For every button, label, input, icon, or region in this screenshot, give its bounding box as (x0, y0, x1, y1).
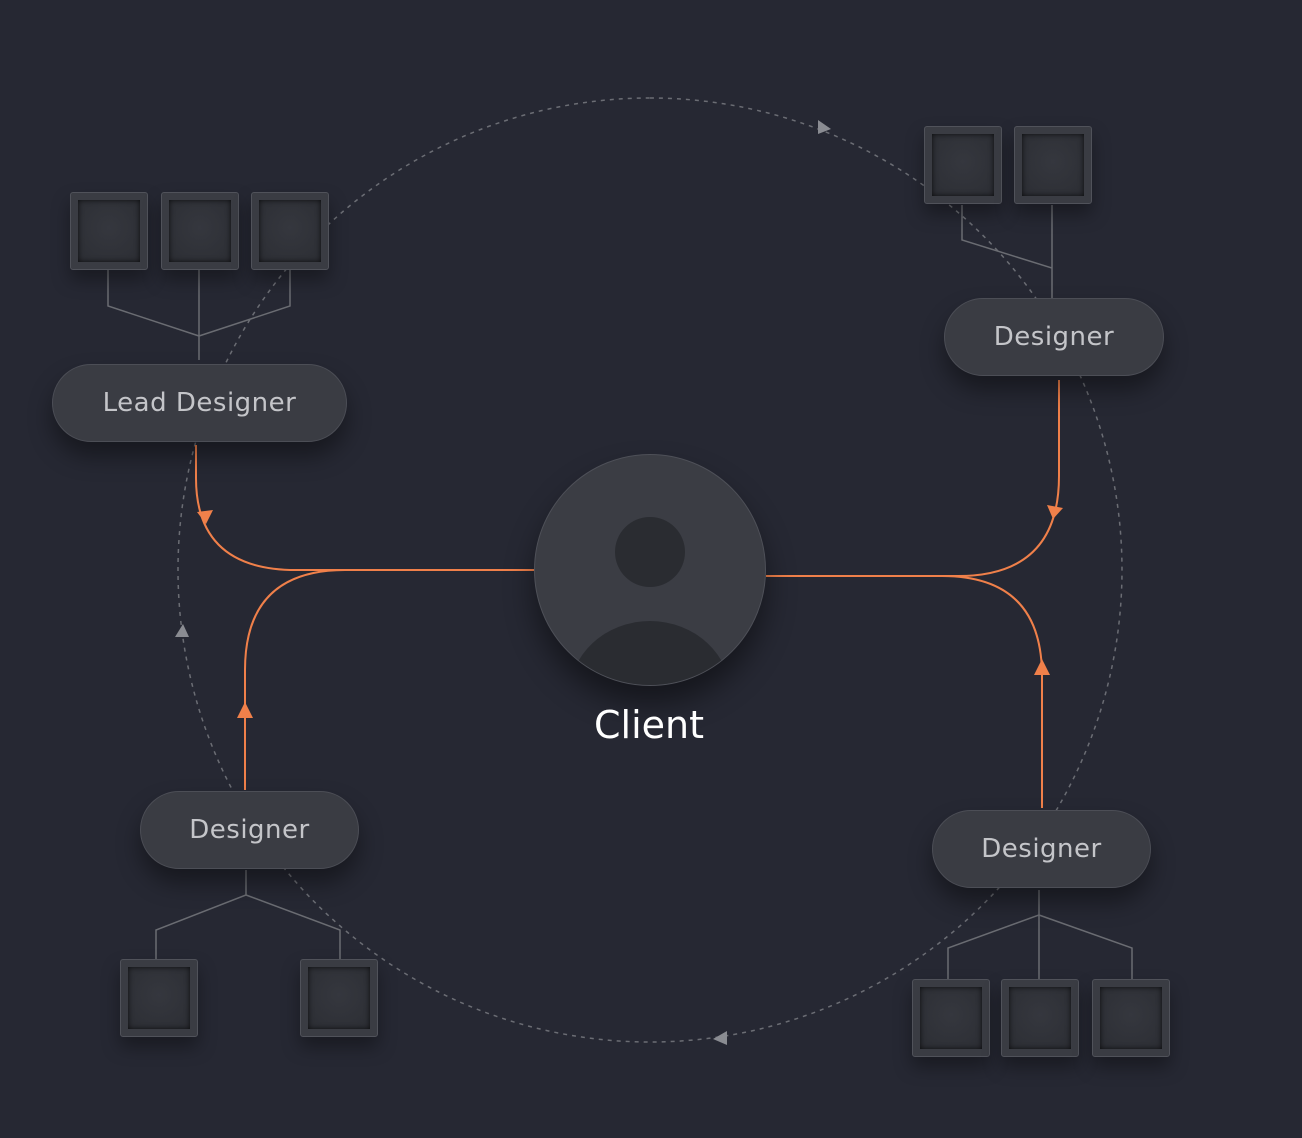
lead-designer-node[interactable]: Lead Designer (52, 364, 347, 442)
client-avatar[interactable] (534, 454, 766, 686)
file-thumbnail[interactable] (912, 979, 990, 1057)
file-thumbnail[interactable] (120, 959, 198, 1037)
cycle-arrow-bottom (713, 1031, 727, 1045)
file-thumbnail-preview (308, 967, 370, 1029)
arrow-bottomright (1034, 659, 1050, 675)
connector-bottomright-to-client (941, 575, 1043, 808)
file-thumbnail[interactable] (161, 192, 239, 270)
file-thumbnail[interactable] (300, 959, 378, 1037)
tree-bottom-left (155, 870, 341, 960)
arrow-lead (197, 510, 213, 524)
tree-bottom-right (947, 890, 1133, 980)
designer-node-bottom-left[interactable]: Designer (140, 791, 359, 869)
file-thumbnail-preview (932, 134, 994, 196)
arrow-bottomleft (237, 702, 253, 718)
designer-node-bottom-right[interactable]: Designer (932, 810, 1151, 888)
designer-label: Designer (993, 322, 1115, 352)
file-thumbnail-preview (1100, 987, 1162, 1049)
tree-top-right (961, 205, 1053, 298)
designer-node-top-right[interactable]: Designer (944, 298, 1164, 376)
client-label: Client (593, 703, 704, 747)
cycle-arrow-top (818, 120, 831, 134)
connector-bottomleft-to-client (244, 569, 346, 790)
file-thumbnail[interactable] (1001, 979, 1079, 1057)
file-thumbnail[interactable] (70, 192, 148, 270)
connector-client-to-topright (766, 380, 1060, 577)
file-thumbnail-preview (128, 967, 190, 1029)
connector-lead-to-client (195, 445, 534, 571)
user-avatar-icon-head (615, 517, 685, 587)
user-avatar-icon-body (569, 621, 731, 685)
cycle-arrow-left (175, 624, 189, 637)
file-thumbnail[interactable] (924, 126, 1002, 204)
designer-label: Designer (981, 834, 1102, 864)
file-thumbnail[interactable] (251, 192, 329, 270)
lead-designer-label: Lead Designer (102, 388, 297, 418)
designer-label: Designer (189, 815, 310, 845)
file-thumbnail[interactable] (1092, 979, 1170, 1057)
file-thumbnail-preview (259, 200, 321, 262)
file-thumbnail-preview (1022, 134, 1084, 196)
file-thumbnail-preview (920, 987, 982, 1049)
file-thumbnail[interactable] (1014, 126, 1092, 204)
file-thumbnail-preview (169, 200, 231, 262)
file-thumbnail-preview (78, 200, 140, 262)
file-thumbnail-preview (1009, 987, 1071, 1049)
arrow-topright (1047, 505, 1063, 519)
tree-lead (107, 270, 291, 360)
